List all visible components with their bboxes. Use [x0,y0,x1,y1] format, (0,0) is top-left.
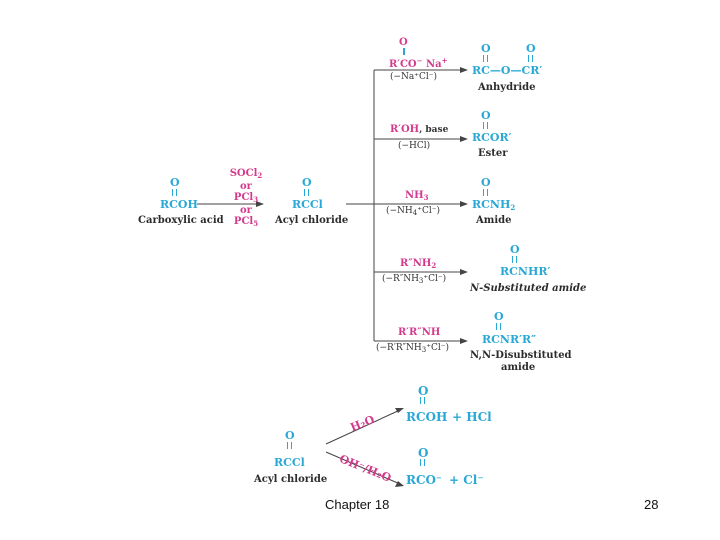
ester-formula: RCOR′ [472,131,512,144]
anhydride-oxygen-1: O [481,42,491,55]
ammonia-reagent: NH3 [405,190,429,202]
ester-byproduct: (−HCl) [398,141,431,151]
ester-label: Ester [478,148,508,159]
double-bond [420,397,425,404]
acyl-oxygen: O [302,176,312,189]
alcohol-reagent: R′OH, base [390,124,449,135]
n-n-disubstituted-amide-label-1: N,N-Disubstituted [470,350,572,361]
amide-byproduct: (−NH4⁺Cl⁻) [386,206,441,217]
double-bond [287,442,292,449]
double-bond [304,189,309,196]
double-bond [420,459,425,466]
hydrochloric-acid-product: + HCl [452,410,492,424]
carboxylate-oxygen-product: O [418,446,429,460]
double-bond [483,55,488,62]
ester-oxygen: O [481,109,491,122]
chloride-product: + Cl⁻ [449,473,484,487]
carboxylic-acid-oxygen: O [418,384,429,398]
hydrolysis-acyl-label: Acyl chloride [254,474,328,485]
double-bond [403,48,405,55]
amide-label: Amide [476,215,512,226]
double-bond [496,323,501,330]
n-n-disubstituted-amide-label-2: amide [501,362,536,373]
page-number: 28 [644,497,659,512]
n-substituted-amide-formula: RCNHR′ [500,265,551,278]
anhydride-label: Anhydride [478,82,536,93]
n-substituted-byproduct: (−R″NH3⁺Cl⁻) [382,274,447,285]
chlorinating-reagents: SOCl2 or PCl3 or PCl5 [229,168,263,228]
double-bond [483,189,488,196]
double-bond [512,256,517,263]
carboxylate-reagent: R′CO− Na+ [389,56,448,70]
carboxylic-oxygen: O [170,176,180,189]
n-substituted-amide-label: N-Substituted amide [470,283,587,294]
double-bond [172,189,177,196]
n-n-disubstituted-byproduct: (−R′R″NH3⁺Cl⁻) [376,343,449,354]
secondary-amine-reagent: R′R″NH [398,327,441,338]
acyl-chloride-formula: RCCl [292,198,323,211]
chapter-label: Chapter 18 [325,497,390,512]
hydrolysis-carboxylate-product: RCO− [406,473,442,487]
double-bond [528,55,533,62]
acyl-chloride-label: Acyl chloride [275,215,349,226]
carboxylate-oxygen: O [399,37,408,48]
amide-oxygen: O [481,176,491,189]
double-bond [483,122,488,129]
n-n-disubstituted-amide-formula: RCNR′R″ [482,333,537,346]
anhydride-byproduct: (−Na⁺Cl⁻) [390,72,438,82]
anhydride-oxygen-2: O [526,42,536,55]
n-substituted-oxygen: O [510,243,520,256]
carboxylic-acid-formula: RCOH [160,198,198,211]
anhydride-formula: RC—O—CR′ [472,64,543,77]
hydrolysis-acyl-oxygen: O [285,429,295,442]
primary-amine-reagent: R″NH2 [400,258,437,270]
n-n-disubstituted-oxygen: O [494,310,504,323]
carboxylic-acid-label: Carboxylic acid [138,215,224,226]
hydrolysis-acid-product: RCOH [406,410,448,424]
hydrolysis-acyl-formula: RCCl [274,456,305,469]
amide-formula: RCNH2 [472,198,516,212]
